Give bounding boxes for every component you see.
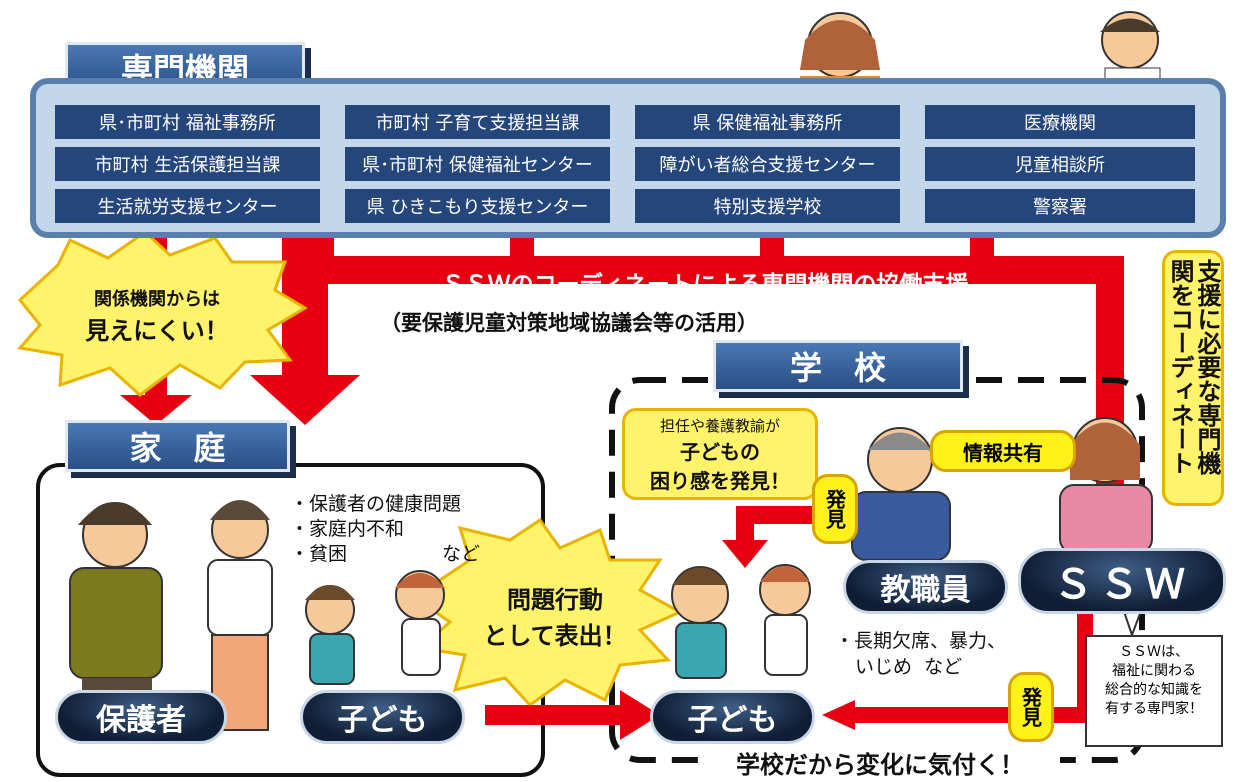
teacher-note-line2: 子どもの: [680, 440, 760, 464]
left-burst-line2: 見えにくい！: [85, 317, 229, 345]
discover-pill-2: 発見: [1008, 672, 1054, 742]
org-cell: 県･市町村 保健福祉センター: [345, 147, 610, 181]
home-issue: ・家庭内不和: [290, 518, 405, 540]
org-cell: 生活就労支援センター: [55, 189, 320, 223]
ssw-note-line: 総合的な知識を: [1105, 682, 1203, 698]
school-issue: いじめ など: [855, 656, 963, 678]
coordinate-callout: 支援に必要な専門機関をコーディネート: [1162, 250, 1224, 506]
home-issue: ・保護者の健康問題: [290, 493, 462, 515]
ssw-note-line: 有する専門家！: [1105, 701, 1203, 717]
coordination-main-text: ＳＳＷのコーディネートによる専門機関の協働支援: [441, 272, 969, 298]
ssw-note-line: ＳＳＷは、: [1119, 644, 1189, 660]
ssw-note: ＳＳＷは、 福祉に関わる 総合的な知識を 有する専門家！: [1085, 635, 1223, 747]
org-cell: 県 保健福祉事務所: [635, 105, 900, 139]
staff-badge: 教職員: [843, 560, 1008, 614]
home-issues: ・保護者の健康問題 ・家庭内不和 ・貧困 など: [290, 492, 480, 567]
coordination-sub-text: （要保護児童対策地域協議会等の活用）: [380, 311, 758, 335]
school-title: 学 校: [713, 340, 963, 392]
coordination-connector: [970, 238, 994, 272]
school-issues: ・長期欠席、暴力、 いじめ など: [835, 628, 1006, 680]
org-cell: 特別支援学校: [635, 189, 900, 223]
left-burst-text: 関係機関からは 見えにくい！: [62, 285, 252, 346]
teacher-note-line1: 担任や養護教諭が: [659, 417, 780, 435]
org-cell: 医療機関: [925, 105, 1195, 139]
org-cell: 障がい者総合支援センター: [635, 147, 900, 181]
center-burst: [415, 517, 684, 707]
discover-arrow-head-2: [822, 700, 855, 730]
org-cell: 県･市町村 福祉事務所: [55, 105, 320, 139]
school-children-figures: [671, 564, 811, 679]
home-child-badge: 子ども: [300, 690, 465, 744]
school-bottom-caption: 学校だから変化に気付く！: [700, 748, 1060, 782]
home-arrow-head: [250, 375, 360, 425]
home-children-figures: [305, 570, 445, 685]
teacher-note-line3: 困り感を発見！: [650, 469, 790, 493]
info-share-pill: 情報共有: [930, 430, 1076, 472]
org-cell: 市町村 子育て支援担当課: [345, 105, 610, 139]
left-burst: [17, 230, 308, 397]
coordination-connector: [510, 238, 534, 272]
org-cell: 児童相談所: [925, 147, 1195, 181]
home-issue: ・貧困 など: [290, 543, 481, 565]
org-cell: 県 ひきこもり支援センター: [345, 189, 610, 223]
center-burst-text: 問題行動 として表出！: [470, 582, 640, 654]
coordination-connector: [760, 238, 784, 272]
ssw-figure: [1059, 417, 1153, 554]
center-burst-line1: 問題行動: [507, 586, 603, 614]
home-title: 家 庭: [65, 420, 290, 472]
specialists-figures: [800, 11, 1161, 87]
school-child-badge: 子ども: [650, 690, 815, 744]
org-cell: 市町村 生活保護担当課: [55, 147, 320, 181]
discover-pill-1: 発見: [812, 474, 858, 544]
child-transfer-arrow: [485, 690, 660, 740]
home-arrow-head: [120, 395, 192, 425]
ssw-note-line: 福祉に関わる: [1112, 663, 1196, 679]
guardian-badge: 保護者: [55, 690, 227, 744]
coordinate-callout-text: 支援に必要な専門機関をコーディネート: [1166, 259, 1221, 475]
org-cell: 警察署: [925, 189, 1195, 223]
center-burst-line2: として表出！: [483, 622, 627, 650]
ssw-badge: ＳＳＷ: [1018, 548, 1226, 614]
teacher-note: 担任や養護教諭が 子どもの 困り感を発見！: [622, 408, 818, 500]
school-issue: ・長期欠席、暴力、: [835, 630, 1007, 652]
left-burst-line1: 関係機関からは: [94, 289, 220, 310]
discover-arrow-head-1: [722, 540, 768, 568]
